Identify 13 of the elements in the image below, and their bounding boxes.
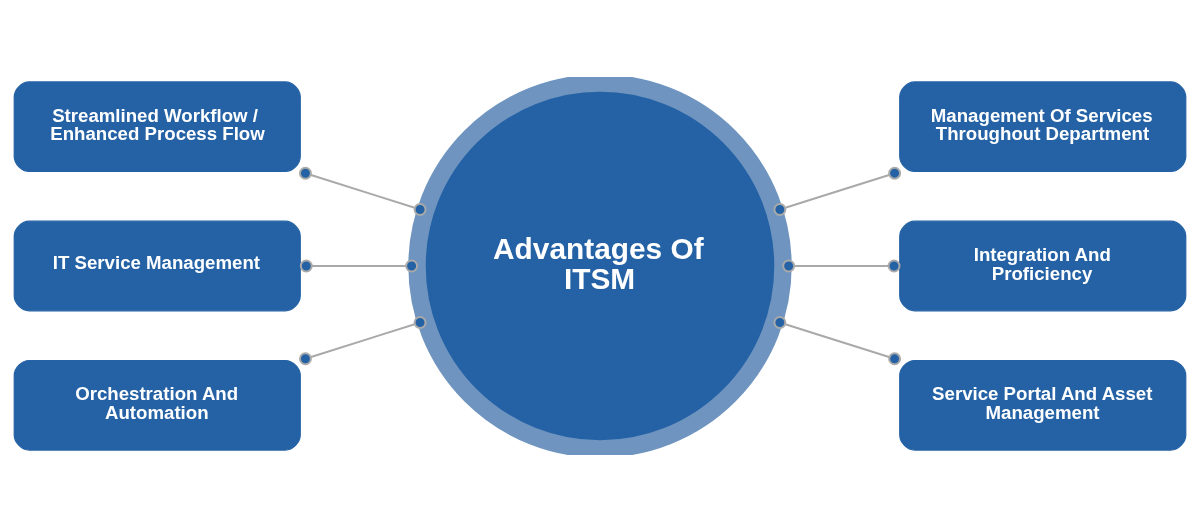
node-box: IT Service Management [13, 220, 301, 311]
connector [782, 259, 901, 272]
node-box: Management Of Services Throughout Department [899, 80, 1187, 172]
connector [773, 315, 902, 365]
connector [299, 259, 419, 272]
connector [298, 166, 427, 216]
node-box: Integration And Proficiency [899, 220, 1187, 311]
node-box: Streamlined Workflow / Enhanced Process Flow [13, 80, 301, 172]
node-circle: Advantages Of ITSM [408, 76, 792, 455]
connector [773, 166, 902, 216]
node-box: Service Portal And Asset Management [899, 359, 1187, 451]
connector [298, 315, 427, 365]
node-box: Orchestration And Automation [13, 359, 301, 451]
